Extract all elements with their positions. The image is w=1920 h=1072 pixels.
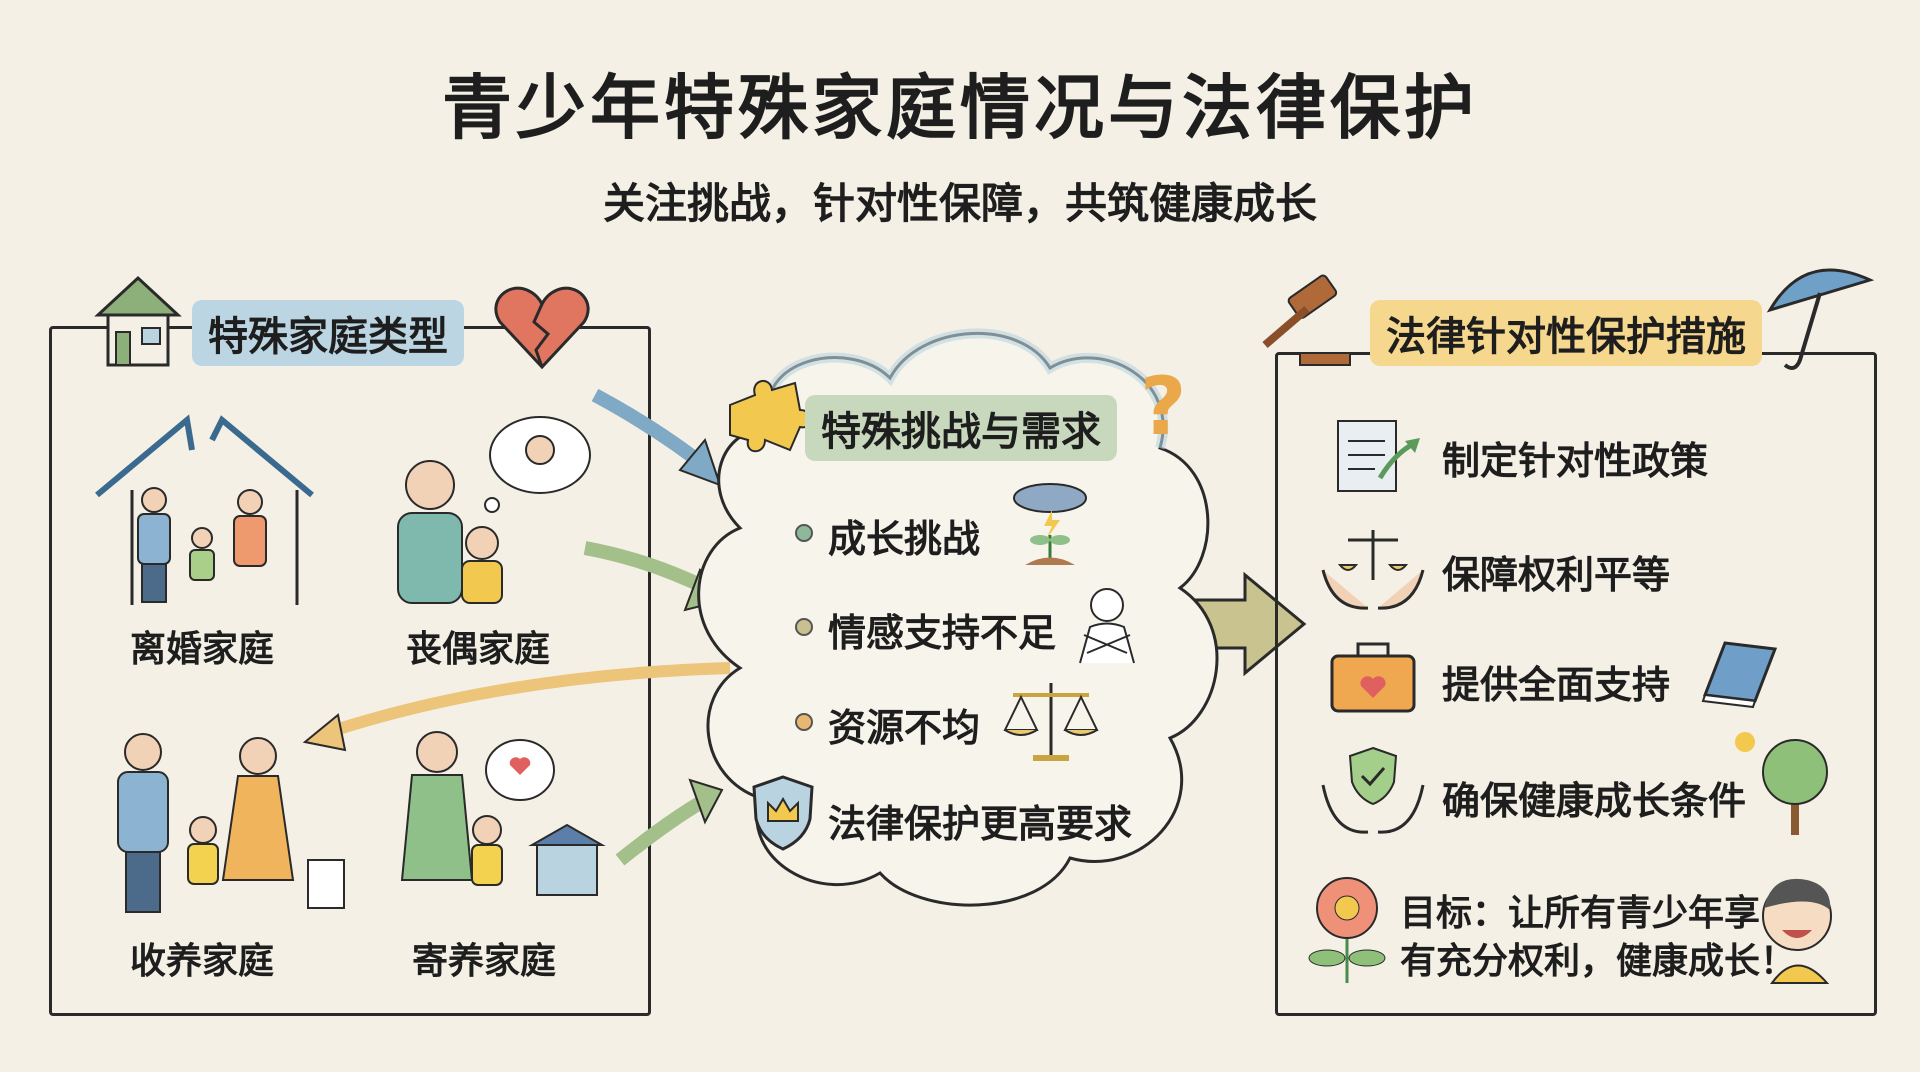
challenge-legal-protection: 法律保护更高要求	[828, 802, 1133, 846]
broken-heart-icon	[494, 286, 590, 370]
arrow-green-lower-head	[688, 778, 724, 825]
family-label-adoptive: 收养家庭	[129, 941, 275, 982]
measure-policy: 制定针对性政策	[1442, 439, 1709, 483]
smiling-child-icon	[1762, 878, 1832, 984]
arrow-yellow-head	[302, 713, 347, 752]
challenge-resources: 资源不均	[828, 706, 981, 750]
challenges-heading: 特殊挑战与需求	[805, 395, 1117, 461]
family-types-heading: 特殊家庭类型	[192, 300, 464, 366]
page-title: 青少年特殊家庭情况与法律保护	[442, 67, 1478, 149]
widowed-family-icon	[397, 416, 591, 604]
bullet-dot	[795, 713, 813, 731]
book-icon	[1701, 641, 1778, 709]
challenge-cloud	[697, 328, 1219, 907]
arrow-blue-head	[678, 437, 722, 487]
question-mark-icon: ?	[1140, 360, 1187, 453]
hands-shield-icon	[1321, 746, 1425, 834]
hands-scales-icon	[1321, 530, 1425, 610]
goal-line-1: 目标：让所有青少年享	[1400, 893, 1761, 934]
shield-crown-icon	[752, 775, 814, 851]
goal-line-2: 有充分权利，健康成长！	[1400, 941, 1797, 982]
arrow-yellow	[318, 662, 731, 741]
arrow-green-lower	[615, 793, 709, 866]
measure-equal-rights: 保障权利平等	[1442, 553, 1671, 597]
foster-family-icon	[400, 731, 606, 896]
tree-sun-icon	[1735, 732, 1828, 835]
family-label-divorced: 离婚家庭	[129, 629, 275, 670]
umbrella-icon	[1766, 268, 1875, 371]
flower-icon	[1308, 877, 1386, 983]
adoptive-family-icon	[117, 733, 345, 913]
puzzle-piece-icon	[729, 380, 813, 453]
bullet-dot	[795, 618, 813, 636]
storm-sprout-icon	[1013, 483, 1087, 565]
page-subtitle: 关注挑战，针对性保障，共筑健康成长	[602, 179, 1317, 228]
measure-healthy-growth: 确保健康成长条件	[1442, 779, 1747, 823]
measure-comprehensive-support: 提供全面支持	[1442, 663, 1671, 707]
challenge-emotional-support: 情感支持不足	[828, 611, 1057, 655]
house-icon	[94, 275, 182, 367]
scales-icon	[1003, 683, 1099, 761]
bullet-dot	[795, 524, 813, 542]
policy-scroll-icon	[1337, 420, 1420, 492]
challenge-growth: 成长挑战	[828, 517, 981, 561]
support-kit-icon	[1330, 642, 1416, 713]
legal-measures-heading: 法律针对性保护措施	[1370, 300, 1762, 366]
gavel-icon	[1262, 274, 1351, 366]
family-label-foster: 寄养家庭	[411, 941, 557, 982]
self-hug-icon	[1079, 588, 1135, 664]
divorced-family-icon	[95, 414, 314, 605]
family-label-widowed: 丧偶家庭	[405, 629, 551, 670]
